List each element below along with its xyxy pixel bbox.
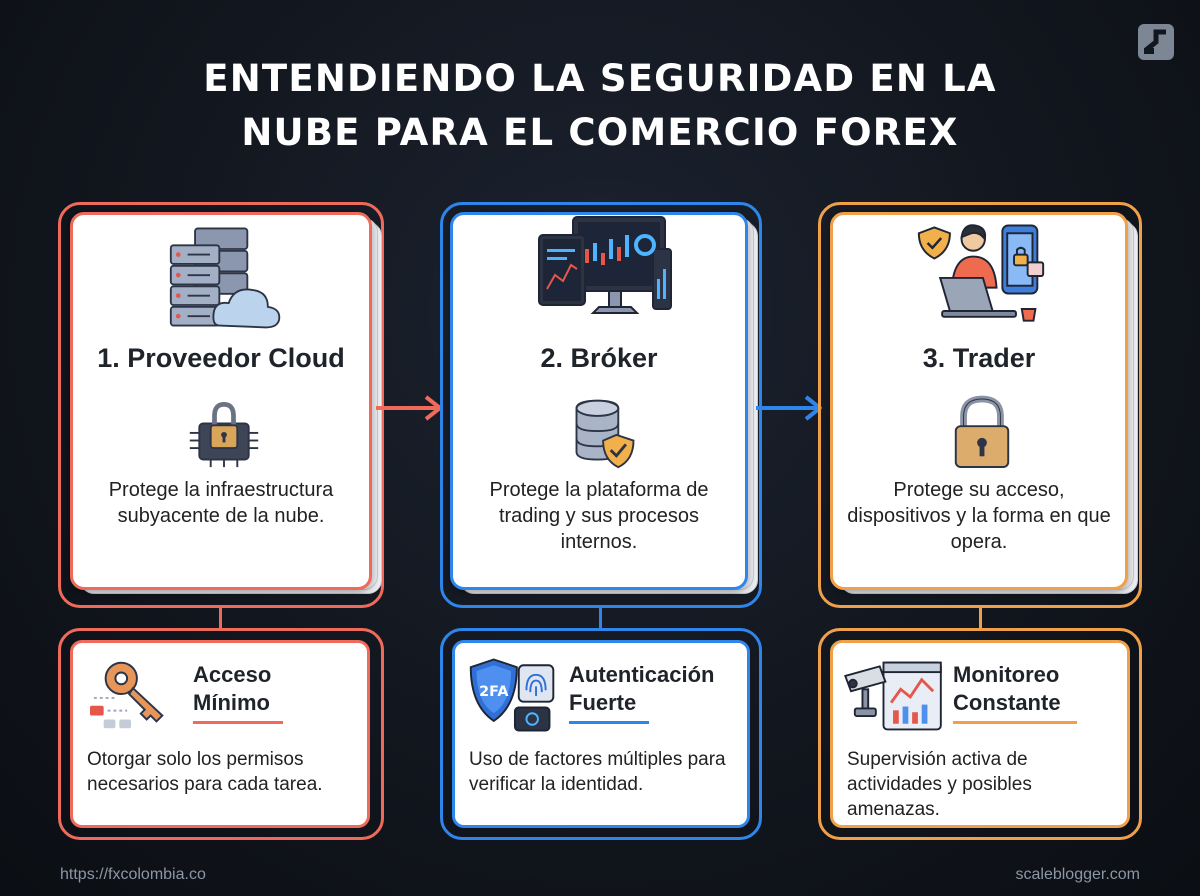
cloud-bottom-frame <box>58 628 384 840</box>
strong-auth-card: 2FA Autenticación Fuerte Uso de factores… <box>452 640 750 828</box>
broker-outer-frame <box>440 202 762 608</box>
arrow-right-icon <box>376 395 442 421</box>
camera-monitoring-icon <box>844 661 942 731</box>
minimum-access-title: Acceso Mínimo <box>193 662 272 715</box>
server-cloud-icon <box>169 227 281 329</box>
broker-bottom-frame <box>440 628 762 840</box>
strong-auth-title: Autenticación Fuerte <box>569 662 715 715</box>
cloud-provider-description: Protege la infraestructura subyacente de… <box>108 479 334 527</box>
minimum-access-card: Acceso Mínimo Otorgar solo los permisos … <box>70 640 370 828</box>
two-factor-badge-text: 2FA <box>479 684 509 700</box>
padlock-icon <box>954 395 1010 468</box>
cloud-outer-frame <box>58 202 384 608</box>
trader-description: Protege su acceso, dispositivos y la for… <box>847 479 1111 553</box>
trader-outer-frame <box>818 202 1142 608</box>
title-line-2: NUBE PARA EL COMERCIO FOREX <box>241 111 959 154</box>
trader-person-laptop-icon <box>917 224 1045 322</box>
title-line-1: ENTENDIENDO LA SEGURIDAD EN LA <box>203 57 997 100</box>
key-access-icon <box>89 661 164 729</box>
cloud-provider-title: 1. Proveedor Cloud <box>97 343 345 373</box>
broker-title: 2. Bróker <box>540 343 658 373</box>
cloud-connector <box>219 608 222 630</box>
constant-monitoring-description: Supervisión activa de actividades y posi… <box>847 749 1032 820</box>
broker-card: 2. Bróker Protege la plataforma de tradi… <box>450 212 748 590</box>
broker-connector <box>599 608 602 630</box>
constant-monitoring-underline <box>953 721 1077 724</box>
brand-logo-icon <box>1138 24 1174 60</box>
trader-bottom-frame <box>818 628 1142 840</box>
minimum-access-underline <box>193 721 283 724</box>
two-factor-fingerprint-icon: 2FA <box>469 658 555 732</box>
strong-auth-description: Uso de factores múltiples para verificar… <box>469 749 726 795</box>
minimum-access-description: Otorgar solo los permisos necesarios par… <box>87 749 323 795</box>
trader-connector <box>979 608 982 630</box>
page-title: ENTENDIENDO LA SEGURIDAD EN LA NUBE PARA… <box>0 52 1200 160</box>
constant-monitoring-card: Monitoreo Constante Supervisión activa d… <box>830 640 1130 828</box>
trading-monitors-icon <box>538 216 672 314</box>
cloud-provider-card: 1. Proveedor Cloud Protege la infraestru… <box>70 212 372 590</box>
footer-brand: scaleblogger.com <box>1015 866 1140 883</box>
footer-source-url: https://fxcolombia.co <box>60 866 206 883</box>
broker-description: Protege la plataforma de trading y sus p… <box>489 479 709 553</box>
arrow-right-icon <box>756 395 822 421</box>
database-shield-icon <box>575 399 635 469</box>
constant-monitoring-title: Monitoreo Constante <box>953 662 1061 715</box>
strong-auth-underline <box>569 721 649 724</box>
trader-title: 3. Trader <box>922 343 1036 373</box>
trader-card: 3. Trader Protege su acceso, dispositivo… <box>830 212 1128 590</box>
chip-lock-icon <box>189 402 259 468</box>
